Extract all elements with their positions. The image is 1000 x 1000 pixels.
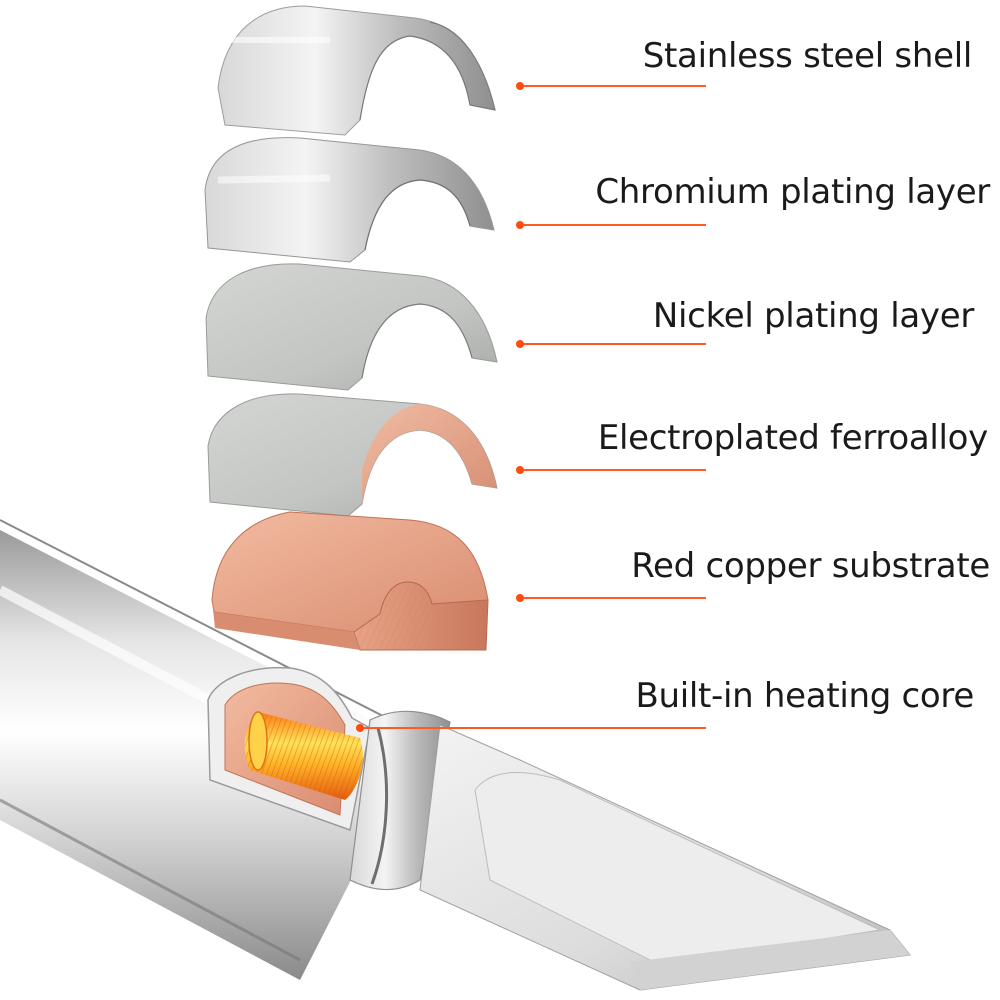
label-built-in-heating-core: Built-in heating core: [635, 676, 974, 716]
red-copper-substrate-piece: [211, 511, 489, 651]
label-stainless-steel-shell: Stainless steel shell: [642, 36, 973, 76]
leader-lines: [356, 82, 706, 732]
electroplated-ferroalloy-piece: [207, 393, 498, 517]
leader-line-red-copper-substrate: [516, 594, 706, 602]
label-electroplated-ferroalloy: Electroplated ferroalloy: [597, 418, 988, 458]
leader-line-stainless-steel-shell: [516, 82, 706, 90]
label-red-copper-substrate: Red copper substrate: [631, 546, 990, 586]
leader-line-nickel-plating-layer: [516, 340, 706, 348]
chromium-plating-layer-piece: [204, 137, 495, 263]
knife-tip-blade: [419, 724, 911, 991]
leader-line-built-in-heating-core: [356, 724, 706, 732]
leader-line-chromium-plating-layer: [516, 221, 706, 229]
nickel-plating-layer-piece: [205, 263, 498, 391]
heating-core-coil: [244, 711, 363, 800]
stainless-steel-shell-piece: [217, 5, 496, 136]
label-nickel-plating-layer: Nickel plating layer: [652, 296, 974, 336]
label-chromium-plating-layer: Chromium plating layer: [595, 172, 990, 212]
leader-line-electroplated-ferroalloy: [516, 466, 706, 474]
